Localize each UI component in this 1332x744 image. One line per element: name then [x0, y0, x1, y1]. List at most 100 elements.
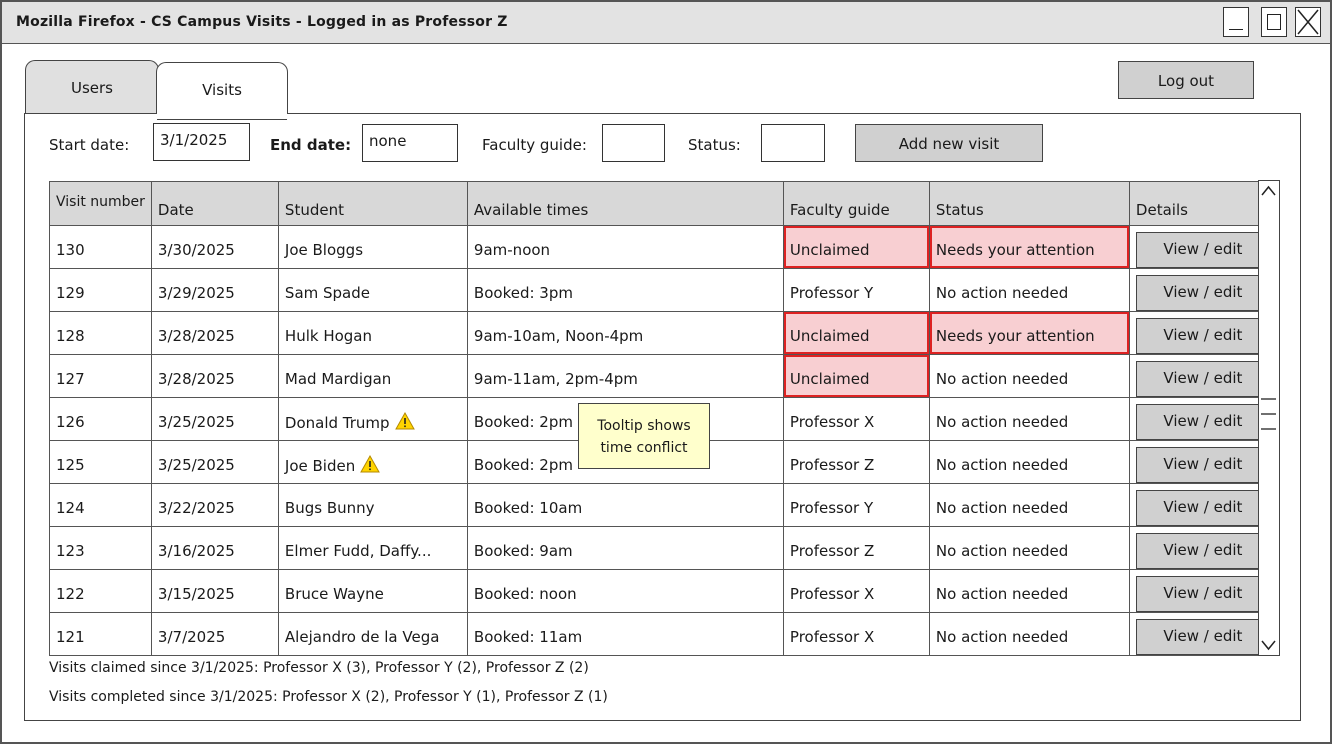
view-edit-button[interactable]: View / edit	[1135, 318, 1270, 354]
table-row: 122 3/15/2025 Bruce Wayne Booked: noon P…	[49, 569, 1277, 613]
column-header-student: Student	[277, 181, 468, 226]
student-cell: Joe Bloggs	[277, 225, 468, 269]
student-cell: Bugs Bunny	[277, 483, 468, 527]
status-cell: Needs your attention	[928, 311, 1130, 355]
view-edit-button[interactable]: View / edit	[1135, 232, 1270, 268]
student-cell: Mad Mardigan	[277, 354, 468, 398]
student-name: Joe Biden	[284, 457, 356, 475]
maximize-button[interactable]	[1261, 7, 1287, 37]
close-button[interactable]	[1295, 7, 1321, 37]
end-date-input[interactable]: none	[362, 124, 458, 162]
tooltip-line-2: time conflict	[600, 440, 688, 456]
details-cell: View / edit	[1128, 569, 1277, 613]
status-cell: No action needed	[928, 526, 1130, 570]
table-row: 130 3/30/2025 Joe Bloggs 9am-noon Unclai…	[49, 225, 1277, 269]
warning-icon[interactable]	[360, 455, 381, 473]
add-new-visit-button[interactable]: Add new visit	[855, 124, 1043, 162]
start-date-input[interactable]: 3/1/2025	[153, 123, 250, 161]
minimize-button[interactable]	[1223, 7, 1249, 37]
chevron-down-icon[interactable]	[1259, 635, 1278, 655]
visit-number-cell: 126	[49, 397, 152, 441]
faculty-guide-label: Faculty guide:	[482, 136, 587, 154]
details-cell: View / edit	[1128, 612, 1277, 656]
available-times-cell: 9am-noon	[466, 225, 784, 269]
view-edit-button[interactable]: View / edit	[1135, 619, 1270, 655]
view-edit-button[interactable]: View / edit	[1135, 447, 1270, 483]
status-cell: No action needed	[928, 612, 1130, 656]
date-cell: 3/29/2025	[150, 268, 279, 312]
tab-visits-label: Visits	[202, 81, 242, 99]
view-edit-button[interactable]: View / edit	[1135, 404, 1270, 440]
visit-number-cell: 123	[49, 526, 152, 570]
view-edit-button[interactable]: View / edit	[1135, 275, 1270, 311]
table-row: 129 3/29/2025 Sam Spade Booked: 3pm Prof…	[49, 268, 1277, 312]
column-header-details: Details	[1128, 181, 1277, 226]
status-cell: No action needed	[928, 440, 1130, 484]
date-cell: 3/30/2025	[150, 225, 279, 269]
status-cell: No action needed	[928, 483, 1130, 527]
view-edit-button[interactable]: View / edit	[1135, 576, 1270, 612]
visit-number-cell: 127	[49, 354, 152, 398]
visit-number-cell: 121	[49, 612, 152, 656]
student-cell: Hulk Hogan	[277, 311, 468, 355]
details-cell: View / edit	[1128, 225, 1277, 269]
tab-visits[interactable]: Visits	[156, 62, 288, 120]
status-cell: No action needed	[928, 268, 1130, 312]
details-cell: View / edit	[1128, 483, 1277, 527]
available-times-cell: 9am-11am, 2pm-4pm	[466, 354, 784, 398]
visits-claimed-summary: Visits claimed since 3/1/2025: Professor…	[49, 660, 589, 676]
student-cell: Bruce Wayne	[277, 569, 468, 613]
faculty-guide-cell: Professor Z	[782, 440, 930, 484]
date-cell: 3/25/2025	[150, 397, 279, 441]
status-cell: No action needed	[928, 569, 1130, 613]
faculty-guide-cell: Professor X	[782, 612, 930, 656]
table-row: 123 3/16/2025 Elmer Fudd, Daffy... Booke…	[49, 526, 1277, 570]
end-date-label: End date:	[270, 136, 352, 154]
date-cell: 3/22/2025	[150, 483, 279, 527]
available-times-cell: Booked: 9am	[466, 526, 784, 570]
logout-button[interactable]: Log out	[1118, 61, 1254, 99]
view-edit-button[interactable]: View / edit	[1135, 490, 1270, 526]
details-cell: View / edit	[1128, 397, 1277, 441]
visits-completed-summary: Visits completed since 3/1/2025: Profess…	[49, 689, 608, 705]
date-cell: 3/28/2025	[150, 311, 279, 355]
visit-number-cell: 124	[49, 483, 152, 527]
table-row: 127 3/28/2025 Mad Mardigan 9am-11am, 2pm…	[49, 354, 1277, 398]
details-cell: View / edit	[1128, 354, 1277, 398]
column-header-status: Status	[928, 181, 1130, 226]
warning-icon[interactable]	[394, 412, 415, 430]
faculty-guide-cell: Professor Y	[782, 483, 930, 527]
column-header-visit-number: Visit number	[49, 181, 152, 226]
student-name: Donald Trump	[284, 414, 390, 432]
available-times-cell: Booked: 3pm	[466, 268, 784, 312]
view-edit-button[interactable]: View / edit	[1135, 361, 1270, 397]
status-cell: Needs your attention	[928, 225, 1130, 269]
date-cell: 3/28/2025	[150, 354, 279, 398]
table-row: 125 3/25/2025 Joe Biden Booked: 2pm Prof…	[49, 440, 1277, 484]
student-cell: Alejandro de la Vega	[277, 612, 468, 656]
faculty-guide-cell: Professor X	[782, 397, 930, 441]
available-times-cell: Booked: 10am	[466, 483, 784, 527]
table-row: 128 3/28/2025 Hulk Hogan 9am-10am, Noon-…	[49, 311, 1277, 355]
chevron-up-icon[interactable]	[1259, 181, 1278, 201]
status-input[interactable]	[761, 124, 825, 162]
visit-number-cell: 122	[49, 569, 152, 613]
column-header-available-times: Available times	[466, 181, 784, 226]
visit-number-cell: 129	[49, 268, 152, 312]
faculty-guide-cell: Unclaimed	[782, 311, 930, 355]
date-cell: 3/16/2025	[150, 526, 279, 570]
date-cell: 3/25/2025	[150, 440, 279, 484]
status-label: Status:	[688, 136, 741, 154]
time-conflict-tooltip: Tooltip shows time conflict	[578, 403, 710, 469]
table-scrollbar[interactable]	[1258, 180, 1280, 656]
tab-users-label: Users	[70, 79, 113, 97]
faculty-guide-input[interactable]	[602, 124, 665, 162]
student-cell: Joe Biden	[277, 440, 468, 484]
view-edit-button[interactable]: View / edit	[1135, 533, 1270, 569]
tab-users[interactable]: Users	[25, 60, 159, 114]
table-header-row: Visit number Date Student Available time…	[49, 181, 1277, 226]
status-cell: No action needed	[928, 397, 1130, 441]
faculty-guide-cell: Professor Y	[782, 268, 930, 312]
visit-number-cell: 128	[49, 311, 152, 355]
scrollbar-thumb[interactable]	[1261, 396, 1276, 432]
